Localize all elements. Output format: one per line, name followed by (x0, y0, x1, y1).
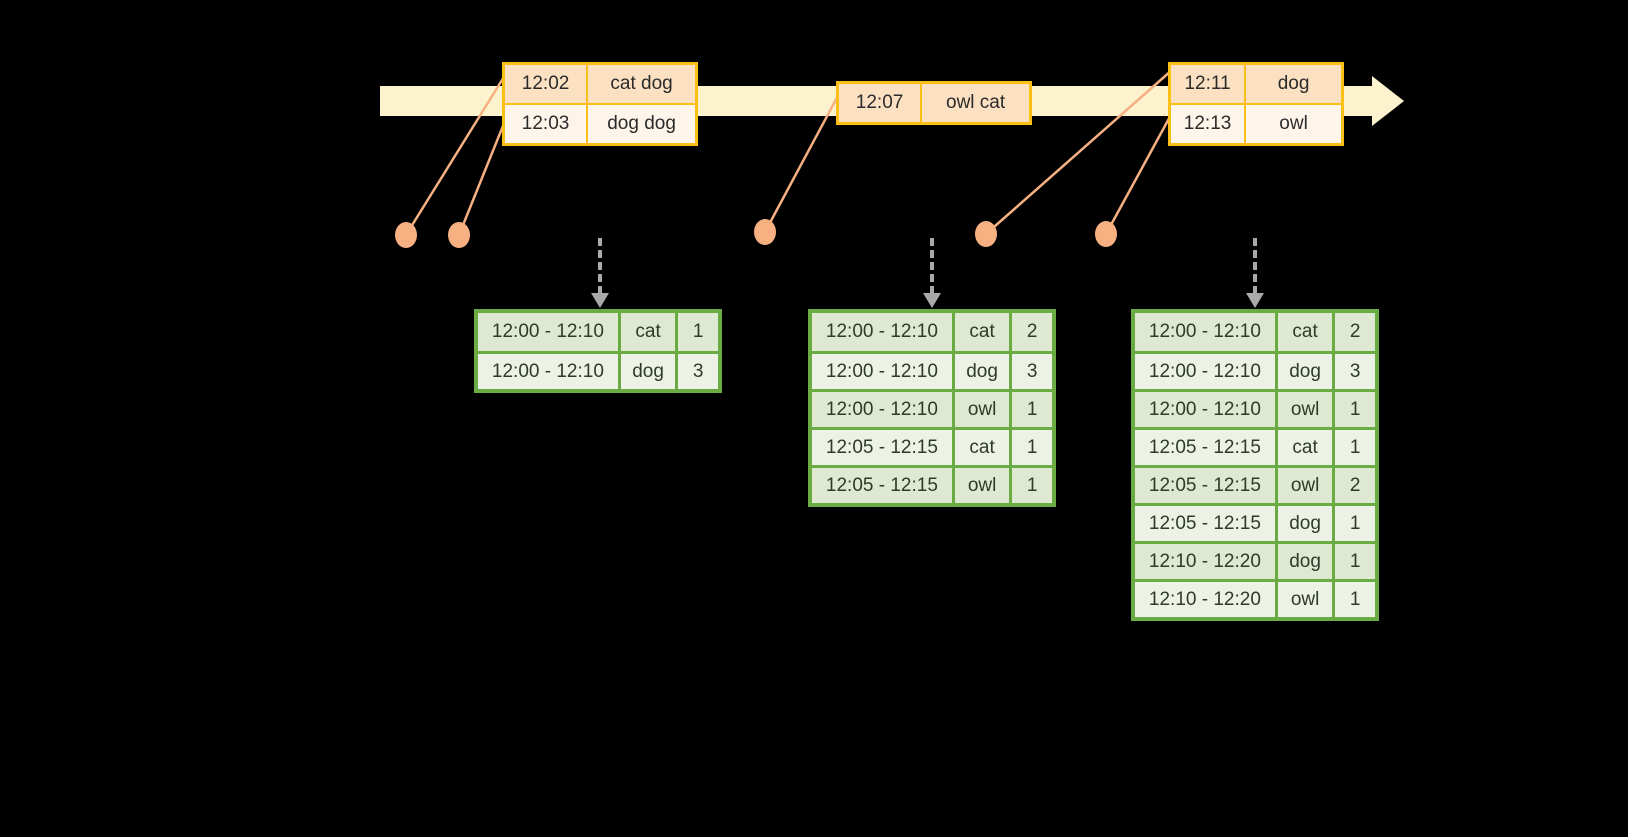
word-cell: dog (1278, 544, 1336, 579)
count-cell: 1 (1026, 436, 1038, 458)
word-cell: cat (1278, 313, 1336, 351)
word-cell: dog (1278, 506, 1336, 541)
connector-dot (975, 221, 997, 247)
count-cell: 1 (1026, 398, 1038, 420)
count-cell: 1 (1349, 550, 1361, 572)
word-cell: owl (1278, 582, 1336, 617)
count-cell: 1 (692, 321, 704, 342)
count-cell: 1 (1349, 398, 1361, 420)
window-cell: 12:05 - 12:15 (1135, 468, 1278, 503)
dashed-line (1253, 238, 1257, 294)
window-cell: 12:00 - 12:10 (1135, 392, 1278, 427)
count-cell: 3 (692, 360, 704, 382)
dashed-line (930, 238, 934, 294)
event-row: 12:11 dog (1171, 65, 1341, 103)
window-cell: 12:00 - 12:10 (1135, 313, 1278, 351)
event-time: 12:03 (505, 105, 589, 143)
window-cell: 12:10 - 12:20 (1135, 582, 1278, 617)
word-cell: owl (1278, 392, 1336, 427)
event-words: owl cat (946, 92, 1006, 113)
word-cell: cat (955, 430, 1013, 465)
dashed-line (598, 238, 602, 294)
count-cell: 1 (1026, 474, 1038, 496)
word-cell: cat (955, 313, 1013, 351)
count-cell: 2 (1349, 321, 1361, 342)
word-cell: cat (1278, 430, 1336, 465)
count-cell: 3 (1026, 360, 1038, 382)
window-cell: 12:00 - 12:10 (812, 313, 955, 351)
window-cell: 12:00 - 12:10 (478, 354, 621, 389)
event-row: 12:07 owl cat (839, 84, 1029, 122)
event-words: owl (1279, 113, 1308, 134)
word-cell: dog (1278, 354, 1336, 389)
dashed-arrow-2 (923, 238, 941, 308)
window-cell: 12:05 - 12:15 (1135, 506, 1278, 541)
arrow-head-icon (591, 293, 609, 308)
word-cell: cat (621, 313, 679, 351)
word-cell: owl (1278, 468, 1336, 503)
count-cell: 3 (1349, 360, 1361, 382)
arrow-head-icon (1246, 293, 1264, 308)
event-words: cat dog (610, 73, 673, 94)
event-time: 12:13 (1171, 105, 1247, 143)
connector-dot (448, 222, 470, 248)
connector-dot (1095, 221, 1117, 247)
window-cell: 12:00 - 12:10 (1135, 354, 1278, 389)
dashed-arrow-3 (1246, 238, 1264, 308)
event-time: 12:11 (1171, 65, 1247, 103)
window-cell: 12:00 - 12:10 (478, 313, 621, 351)
window-cell: 12:00 - 12:10 (812, 392, 955, 427)
event-row: 12:02 cat dog (505, 65, 695, 103)
event-box-2: 12:07 owl cat (836, 81, 1032, 125)
event-time: 12:02 (505, 65, 589, 103)
count-cell: 2 (1026, 321, 1038, 342)
event-words: dog (1277, 73, 1310, 94)
word-cell: owl (955, 392, 1013, 427)
connector-dot (395, 222, 417, 248)
word-cell: dog (955, 354, 1013, 389)
event-row: 12:13 owl (1171, 103, 1341, 143)
window-cell: 12:05 - 12:15 (812, 430, 955, 465)
window-cell: 12:05 - 12:15 (1135, 430, 1278, 465)
window-cell: 12:10 - 12:20 (1135, 544, 1278, 579)
connector-dot (754, 219, 776, 245)
dashed-arrow-1 (591, 238, 609, 308)
connector-line (1104, 112, 1174, 235)
word-cell: owl (955, 468, 1013, 503)
event-box-3: 12:11 dog 12:13 owl (1168, 62, 1344, 146)
connector-line (457, 115, 509, 236)
window-cell: 12:00 - 12:10 (812, 354, 955, 389)
count-cell: 1 (1349, 588, 1361, 610)
event-time: 12:07 (839, 84, 923, 122)
count-cell: 1 (1349, 436, 1361, 458)
timeline-arrowhead-icon (1372, 76, 1404, 126)
word-cell: dog (621, 354, 679, 389)
event-words: dog dog (607, 113, 676, 134)
arrow-head-icon (923, 293, 941, 308)
count-cell: 1 (1349, 512, 1361, 534)
window-cell: 12:05 - 12:15 (812, 468, 955, 503)
event-box-1: 12:02 cat dog 12:03 dog dog (502, 62, 698, 146)
count-cell: 2 (1349, 474, 1361, 496)
event-row: 12:03 dog dog (505, 103, 695, 143)
